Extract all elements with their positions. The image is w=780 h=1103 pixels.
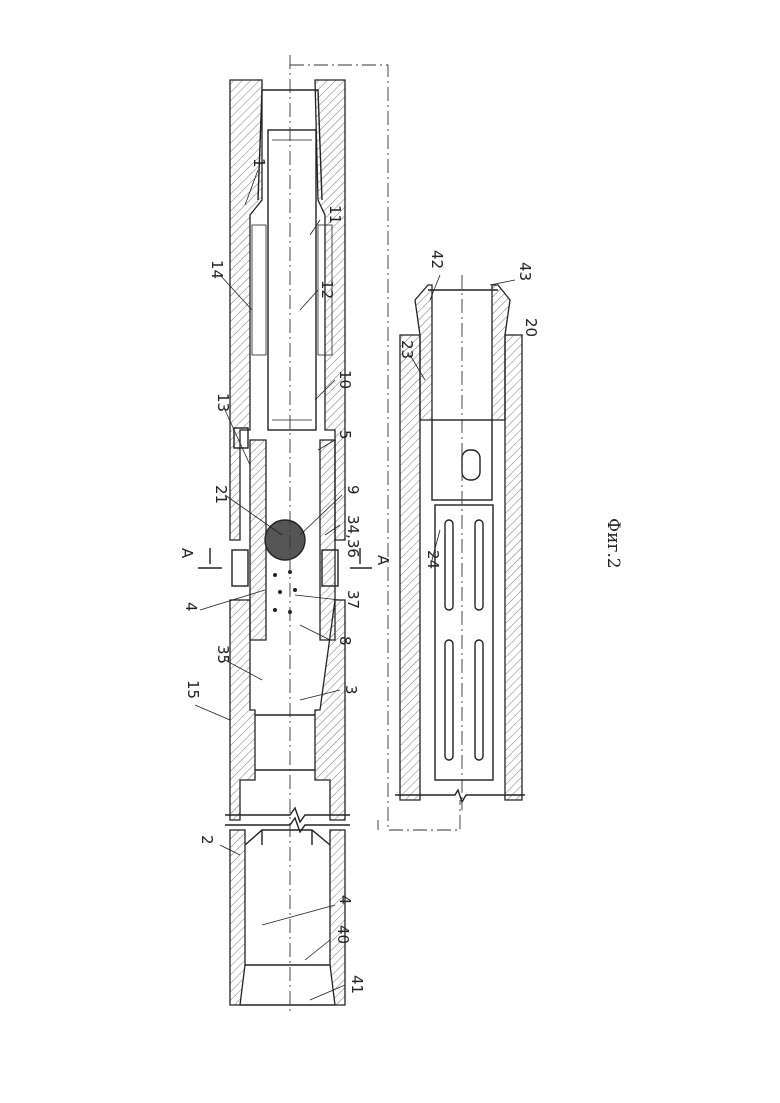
- label-4-upper: 4: [182, 602, 200, 612]
- label-10: 10: [336, 370, 354, 389]
- label-11: 11: [326, 205, 344, 224]
- label-21: 21: [212, 485, 230, 504]
- label-2: 2: [198, 835, 216, 845]
- label-34-36: 34,36: [344, 515, 362, 558]
- ball: [265, 520, 305, 560]
- label-5: 5: [336, 430, 354, 440]
- label-3: 3: [342, 685, 360, 695]
- label-1: 1: [250, 158, 268, 168]
- label-8: 8: [336, 636, 354, 646]
- section-mark-a-left: A: [178, 548, 196, 559]
- section-mark-a-right: A: [374, 555, 392, 566]
- label-20: 20: [522, 318, 540, 337]
- label-15: 15: [184, 680, 202, 699]
- label-14: 14: [208, 260, 226, 279]
- label-23: 23: [398, 340, 416, 359]
- label-37: 37: [344, 590, 362, 609]
- label-9: 9: [344, 485, 362, 495]
- label-40: 40: [334, 925, 352, 944]
- label-42: 42: [428, 250, 446, 269]
- label-12: 12: [318, 280, 336, 299]
- label-41: 41: [348, 975, 366, 994]
- label-24: 24: [424, 550, 442, 569]
- label-4-lower: 4: [336, 895, 354, 905]
- label-35: 35: [214, 645, 232, 664]
- label-13: 13: [214, 393, 232, 412]
- label-43: 43: [516, 262, 534, 281]
- figure-caption: Фиг.2: [603, 518, 623, 569]
